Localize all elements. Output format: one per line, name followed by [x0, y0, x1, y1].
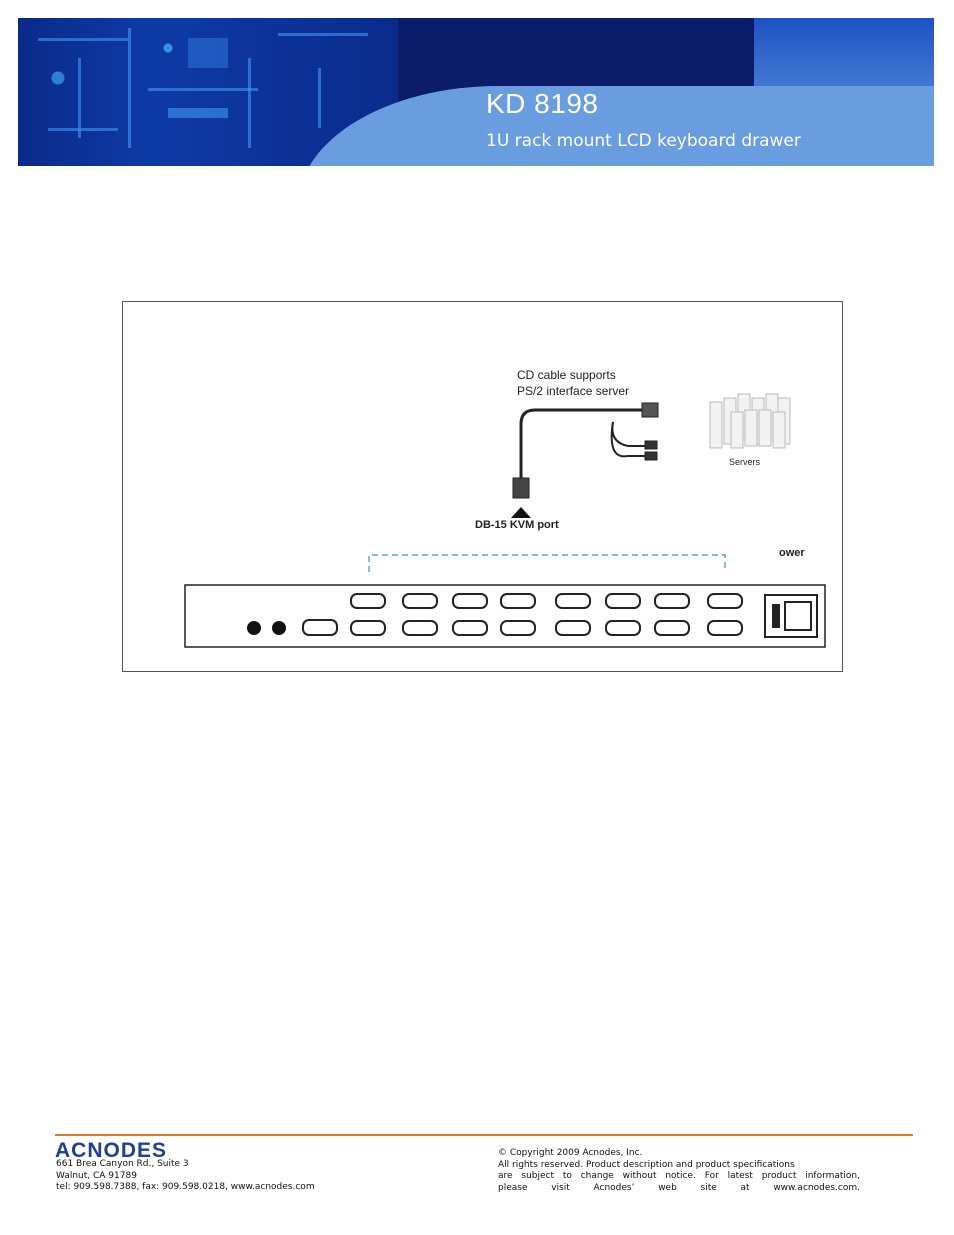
- kvm-port-10: [402, 620, 438, 636]
- address-line2: Walnut, CA 91789: [56, 1170, 137, 1181]
- company-address: 661 Brea Canyon Rd., Suite 3 Walnut, CA …: [56, 1159, 315, 1194]
- kvm-port-13: [555, 620, 591, 636]
- acnodes-logo: ACNODES: [55, 1139, 168, 1162]
- visit-line: please visit Acnodes’ web site at www.ac…: [498, 1182, 860, 1193]
- notice-line: are subject to change without notice. Fo…: [498, 1171, 860, 1181]
- kvm-port-15: [654, 620, 690, 636]
- product-model: KD 8198: [486, 88, 599, 119]
- kvm-port-12: [500, 620, 536, 636]
- copyright-line: © Copyright 2009 Acnodes, Inc.: [498, 1148, 643, 1158]
- kvm-port-1: [350, 593, 386, 609]
- kvm-port-7: [654, 593, 690, 609]
- rear-panel: [184, 584, 826, 648]
- servers-icon: [709, 393, 791, 449]
- kvm-port-16: [707, 620, 743, 636]
- kvm-port-2: [402, 593, 438, 609]
- contact-line: tel: 909.598.7388, fax: 909.598.0218, ww…: [56, 1182, 315, 1192]
- port-arrow-icon: [511, 507, 531, 518]
- copyright-notice: © Copyright 2009 Acnodes, Inc. All right…: [498, 1148, 860, 1194]
- header-banner: [18, 18, 934, 166]
- kvm-port-11: [452, 620, 488, 636]
- diagram-drawing: [184, 393, 826, 648]
- port-bracket: [368, 554, 726, 572]
- kvm-port-4: [500, 593, 536, 609]
- product-subtitle: 1U rack mount LCD keyboard drawer: [486, 131, 801, 151]
- banner-curve: [298, 86, 934, 166]
- kvm-port-6: [605, 593, 641, 609]
- rights-line: All rights reserved. Product description…: [498, 1159, 795, 1170]
- kvm-port-8: [707, 593, 743, 609]
- connection-diagram: CD cable supports PS/2 interface server …: [122, 301, 843, 672]
- kvm-port-14: [605, 620, 641, 636]
- port-label: DB-15 KVM port: [475, 519, 559, 531]
- kvm-port-5: [555, 593, 591, 609]
- kvm-port-9: [350, 620, 386, 636]
- cable-label-line1: CD cable supports: [517, 368, 616, 382]
- cable-label-line2: PS/2 interface server: [517, 384, 630, 398]
- power-label: ower: [779, 547, 805, 559]
- kvm-port-3: [452, 593, 488, 609]
- cd-cable-icon: [512, 402, 659, 499]
- footer-rule: [55, 1134, 913, 1136]
- address-line1: 661 Brea Canyon Rd., Suite 3: [56, 1159, 189, 1169]
- servers-label: Servers: [729, 457, 761, 467]
